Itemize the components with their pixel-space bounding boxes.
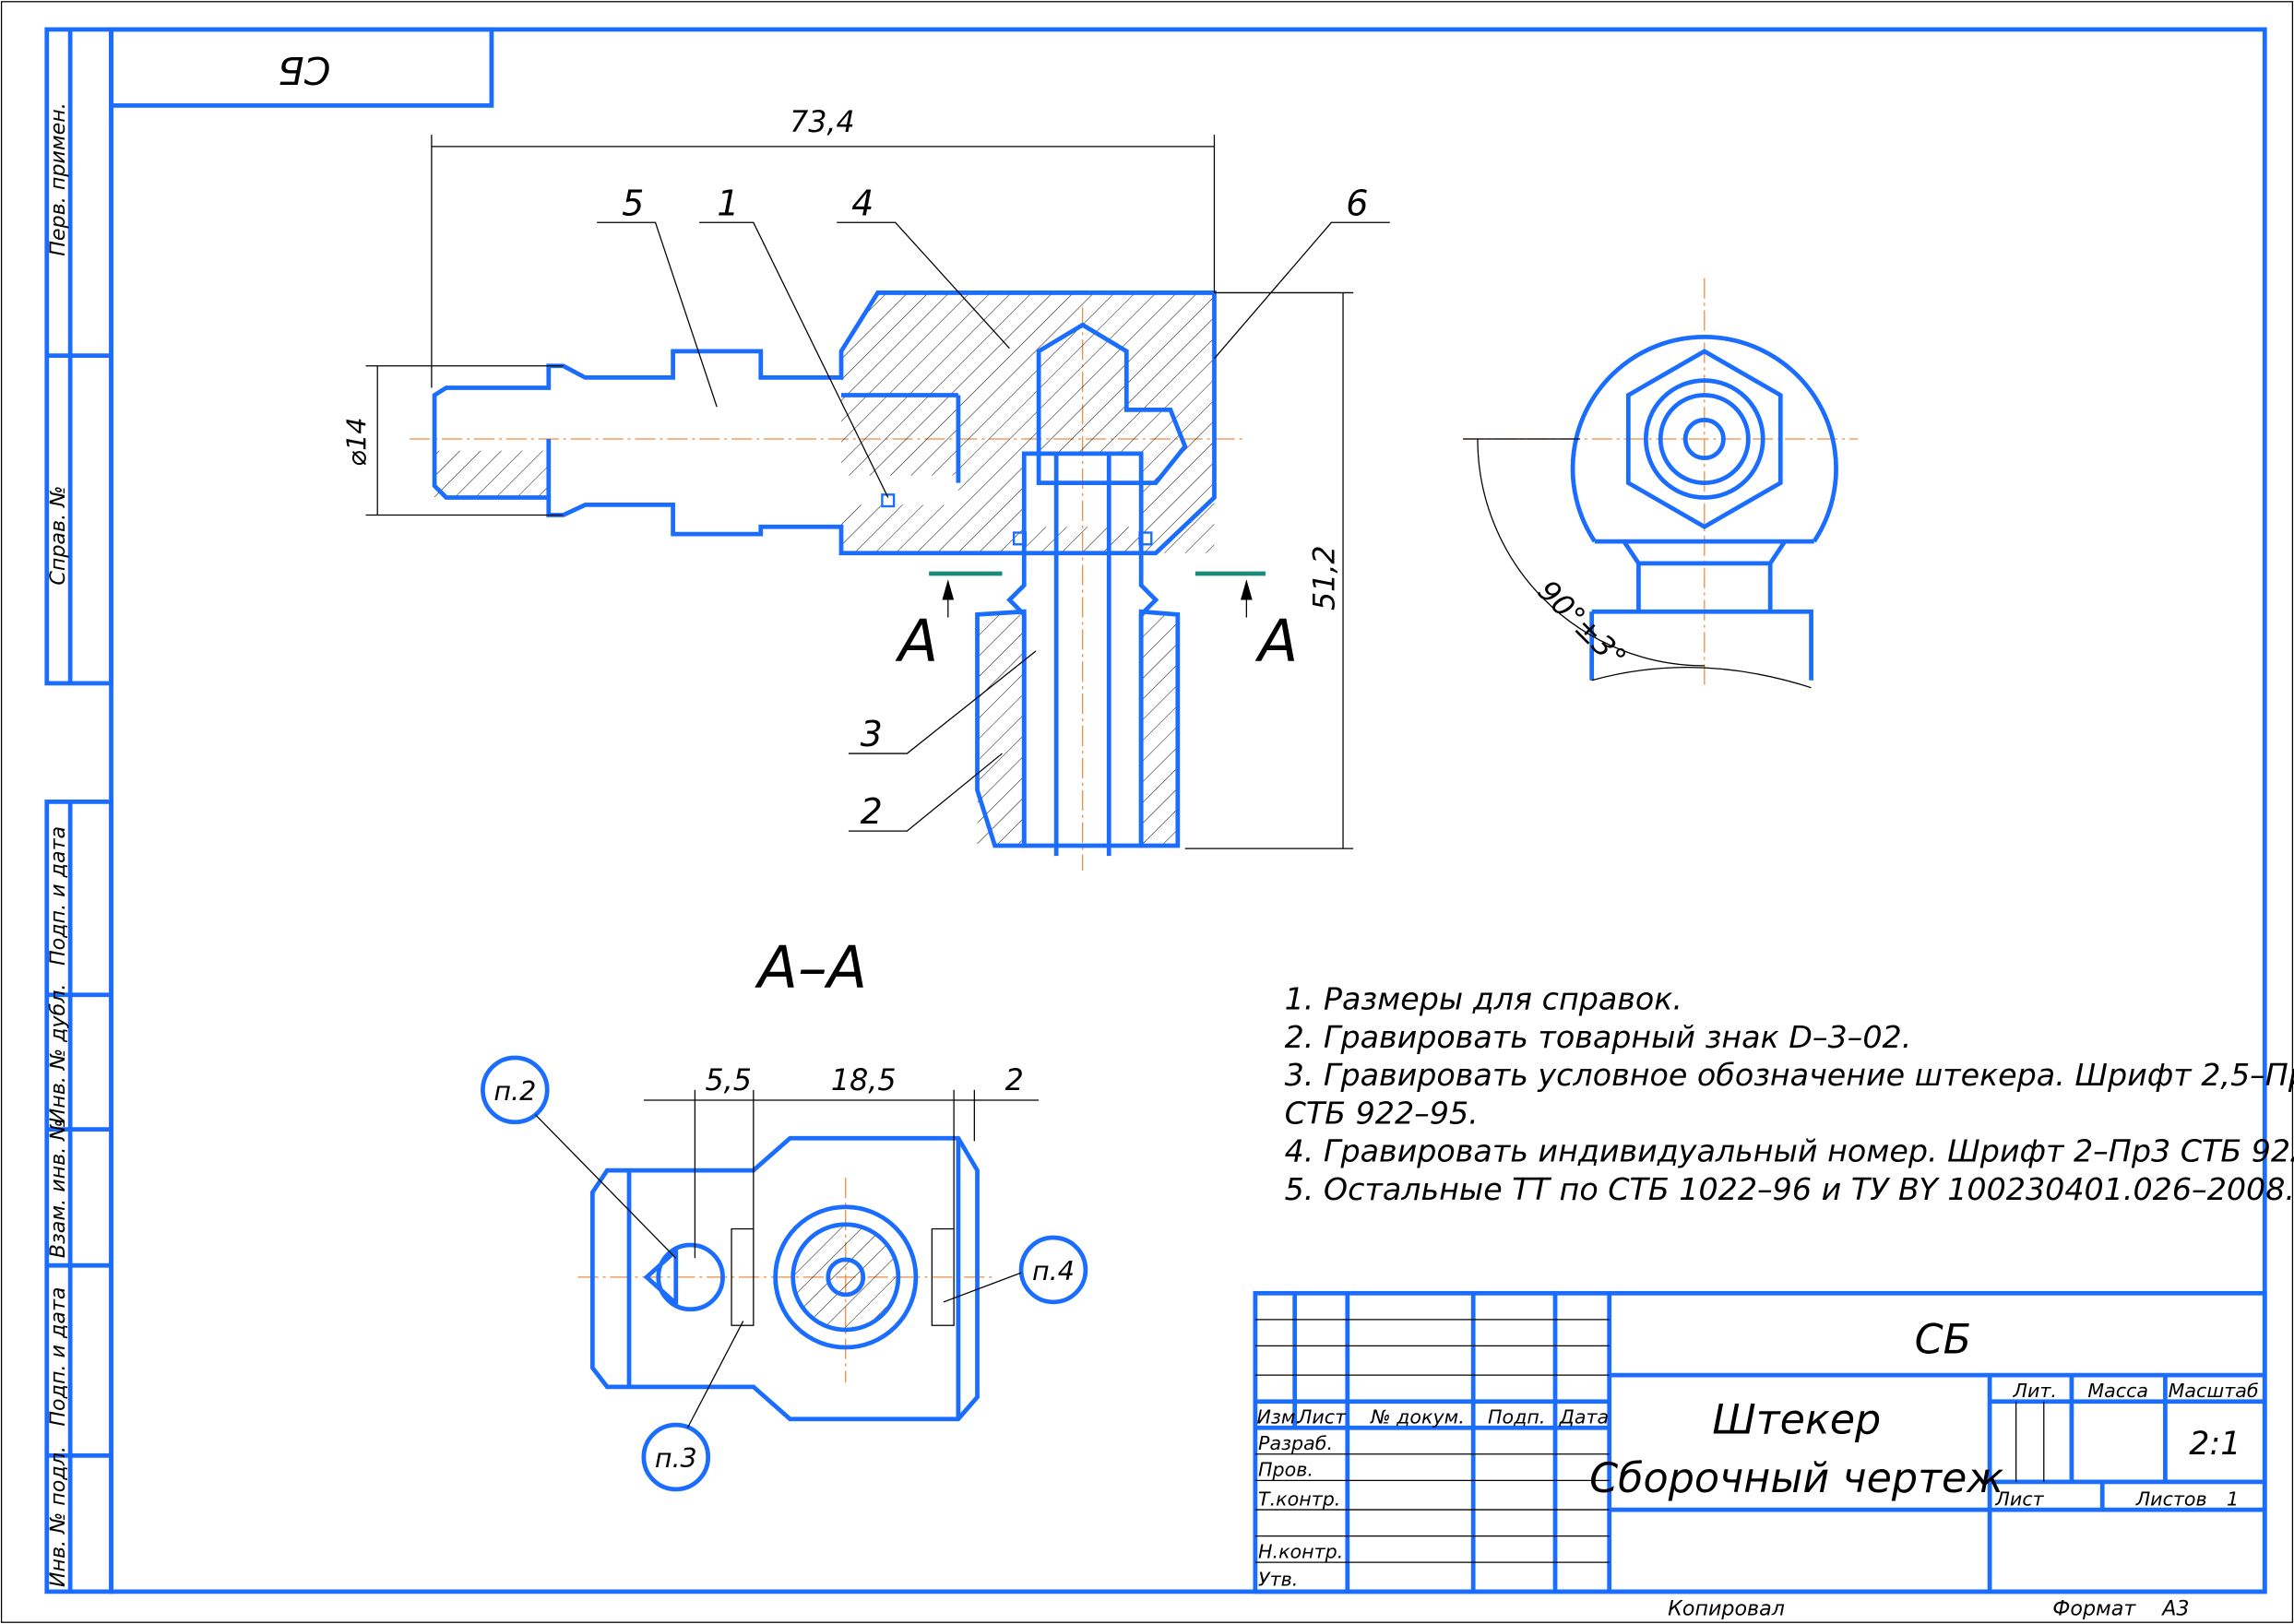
column-header: № докум. — [1370, 1405, 1465, 1428]
position-label: 2 — [861, 791, 883, 832]
dim-height: 51,2 — [1309, 545, 1342, 610]
position-label: 4 — [851, 183, 874, 223]
scale-value: 2:1 — [2189, 1426, 2241, 1463]
copied-label: Копировал — [1668, 1596, 1785, 1620]
strip-label: Подп. и дата — [46, 826, 70, 966]
role-label: Т.контр. — [1258, 1488, 1340, 1510]
format-value: A3 — [2160, 1596, 2189, 1620]
position-label: 3 — [861, 714, 883, 754]
column-header: Изм. — [1256, 1405, 1301, 1428]
angle-dimension: 90°±3° — [1531, 575, 1632, 675]
dim-label: 18,5 — [831, 1064, 897, 1097]
dim-length: 73,4 — [790, 106, 855, 139]
strip-label: Инв. № дубл. — [46, 984, 70, 1124]
document-type: Сборочный чертеж — [1589, 1455, 2003, 1502]
role-label: Пров. — [1258, 1459, 1313, 1481]
rotated-code-box: СБ — [109, 27, 494, 108]
side-strip: Перв. примен. Справ. № Подп. и дата Инв.… — [44, 27, 113, 1594]
column-header: Лист — [1297, 1405, 1347, 1428]
role-label: Утв. — [1258, 1569, 1298, 1591]
lit-label: Лит. — [2012, 1380, 2056, 1402]
section-title: A–A — [755, 933, 868, 1002]
dim-diameter: ⌀14 — [342, 417, 373, 466]
note: 5. Остальные ТТ по СТБ 1022–96 и ТУ BY 1… — [1285, 1171, 2294, 1207]
strip-label: Взам. инв. № — [46, 1120, 70, 1259]
sheet-label: Лист — [1994, 1488, 2044, 1510]
note: СТБ 922–95. — [1285, 1095, 1479, 1131]
column-header: Подп. — [1488, 1405, 1545, 1428]
note: 2. Гравировать товарный знак D–3–02. — [1285, 1019, 1912, 1055]
section-view: A–A 5,5 18,5 2 п.2 п.3 п.4 — [481, 933, 1088, 1492]
callout-label: п.4 — [1032, 1256, 1075, 1286]
strip-label: Подп. и дата — [46, 1287, 70, 1427]
section-mark-left: A — [895, 607, 938, 675]
section-mark-right: A — [1254, 607, 1298, 675]
dim-label: 5,5 — [705, 1064, 751, 1097]
note: 4. Гравировать индивидуальный номер. Шри… — [1285, 1133, 2294, 1169]
strip-label: Инв. № подл. — [46, 1446, 70, 1587]
position-label: 5 — [622, 183, 644, 223]
column-header: Дата — [1559, 1405, 1609, 1428]
doc-code: СБ — [1915, 1316, 1971, 1363]
strip-label: Справ. № — [46, 486, 70, 586]
strip-label: Перв. примен. — [46, 102, 70, 256]
role-label: Разраб. — [1258, 1432, 1333, 1454]
side-view: 90°±3° — [1463, 278, 1859, 689]
svg-text:СБ: СБ — [278, 48, 330, 92]
main-view: 73,4 51,2 ⌀14 5 1 4 6 3 2 A A — [342, 106, 1390, 871]
role-label: Н.контр. — [1258, 1540, 1343, 1562]
title-block: СБ Штекер Сборочный чертеж Изм. Лист № д… — [1253, 1290, 2267, 1594]
callout-label: п.3 — [655, 1443, 697, 1474]
callout-label: п.2 — [493, 1076, 536, 1107]
scale-label: Масштаб — [2169, 1380, 2259, 1402]
technical-notes: 1. Размеры для справок. 2. Гравировать т… — [1285, 981, 2294, 1207]
sheets-label: Листов — [2135, 1488, 2207, 1510]
mass-label: Масса — [2087, 1380, 2148, 1402]
sheets-count: 1 — [2227, 1488, 2239, 1510]
position-label: 1 — [717, 183, 739, 223]
note: 1. Размеры для справок. — [1285, 981, 1682, 1017]
format-label: Формат — [2052, 1596, 2136, 1620]
product-name: Штекер — [1712, 1397, 1881, 1444]
position-label: 6 — [1346, 183, 1368, 223]
dim-label: 2 — [1005, 1064, 1024, 1097]
note: 3. Гравировать условное обозначение штек… — [1285, 1057, 2294, 1093]
